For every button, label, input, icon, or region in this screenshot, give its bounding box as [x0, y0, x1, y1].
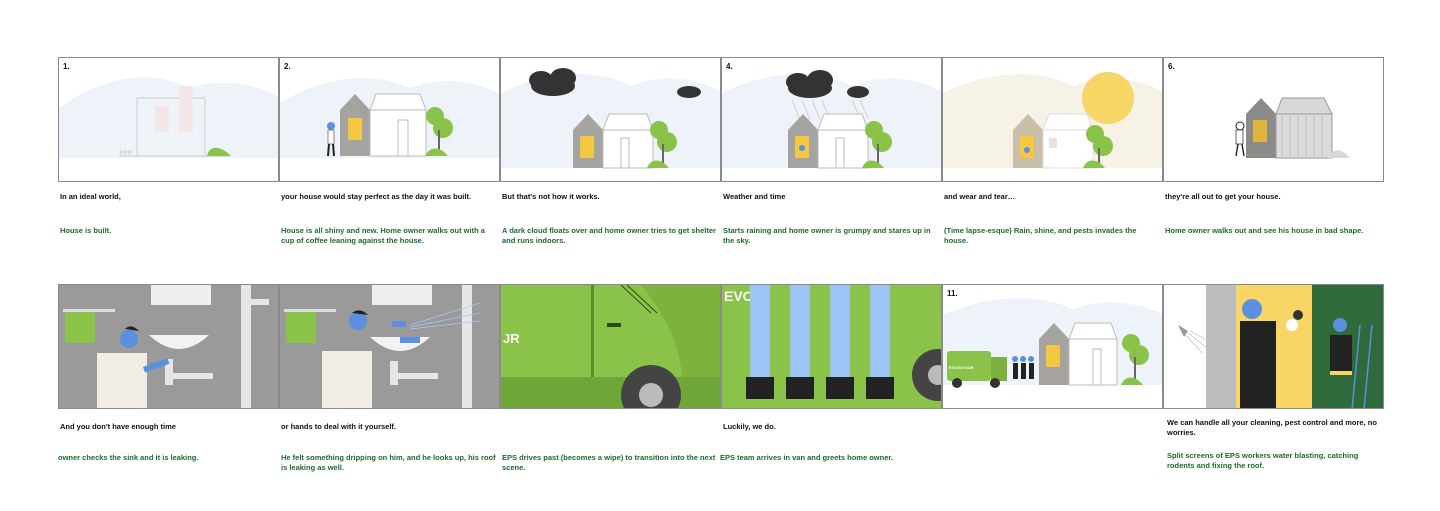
- storyboard-frame-12: [1163, 284, 1384, 409]
- scene-house-built: [59, 77, 278, 158]
- storyboard-frame-4: 4.: [721, 57, 942, 182]
- panel-7-note: owner checks the sink and it is leaking.: [58, 453, 199, 462]
- panel-4-note: Starts raining and home owner is grumpy …: [723, 226, 931, 245]
- panel-1-note: House is built.: [60, 226, 112, 235]
- panel-8-note: He felt something dripping on him, and h…: [281, 453, 496, 472]
- panel-10-note: EPS team arrives in van and greets home …: [720, 453, 893, 462]
- storyboard-frame-1: 1.: [58, 57, 279, 182]
- storyboard-frame-6: 6.: [1163, 57, 1384, 182]
- scene-house-new: [280, 78, 499, 158]
- frame-number: 2.: [284, 62, 291, 71]
- panel-10-caption: Luckily, we do.: [723, 422, 776, 431]
- frame-number: 6.: [1168, 62, 1175, 71]
- panel-2-caption: your house would stay perfect as the day…: [281, 192, 472, 201]
- panel-6-caption: they're all out to get your house.: [1165, 192, 1281, 201]
- storyboard-frame-10: EVOU: [721, 284, 942, 409]
- panel-1-caption: In an ideal world,: [60, 192, 121, 201]
- panel-3-note: A dark cloud floats over and home owner …: [502, 226, 716, 245]
- frame-number: 1.: [63, 62, 70, 71]
- scene-split-screens: [1164, 285, 1383, 408]
- storyboard-frame-11: 11. EXCELVOUR: [942, 284, 1163, 409]
- storyboard-frame-9: JR: [500, 284, 721, 409]
- panel-12-note: Split screens of EPS workers water blast…: [1167, 451, 1359, 470]
- scene-rain: [722, 70, 941, 169]
- storyboard-frame-5: [942, 57, 1163, 182]
- panel-3-caption: But that's not how it works.: [502, 192, 600, 201]
- storyboard-frame-8: [279, 284, 500, 409]
- panel-12-caption: We can handle all your cleaning, pest co…: [1167, 418, 1377, 437]
- scene-van-wipe: JR: [501, 285, 720, 408]
- scene-house-bad-shape: [1235, 97, 1350, 159]
- van-logo-text: JR: [503, 331, 520, 346]
- panel-5-caption: and wear and tear…: [944, 192, 1016, 201]
- storyboard-frame-2: 2.: [279, 57, 500, 182]
- storyboard-frame-3: [500, 57, 721, 182]
- storyboard-frame-7: [58, 284, 279, 409]
- scene-team-arrives: EVOU: [722, 285, 941, 408]
- panel-4-caption: Weather and time: [723, 192, 786, 201]
- scene-dark-cloud: [501, 68, 720, 169]
- panel-2-note: House is all shiny and new. Home owner w…: [281, 226, 485, 245]
- panel-7-caption: And you don't have enough time: [60, 422, 176, 431]
- scene-sun-time-lapse: [943, 72, 1162, 169]
- frame-number: 4.: [726, 62, 733, 71]
- panel-8-caption: or hands to deal with it yourself.: [281, 422, 397, 431]
- scene-van-greeting: EXCELVOUR: [943, 298, 1162, 388]
- panel-6-note: Home owner walks out and see his house i…: [1165, 226, 1364, 235]
- scene-roof-leak: [280, 285, 499, 408]
- frame-number: 11.: [947, 289, 958, 298]
- panel-5-note: (Time lapse-esque) Rain, shine, and pest…: [944, 226, 1137, 245]
- van-logo-text: EXCELVOUR: [949, 365, 974, 370]
- panel-9-note: EPS drives past (becomes a wipe) to tran…: [502, 453, 716, 472]
- scene-sink-leak: [59, 285, 278, 408]
